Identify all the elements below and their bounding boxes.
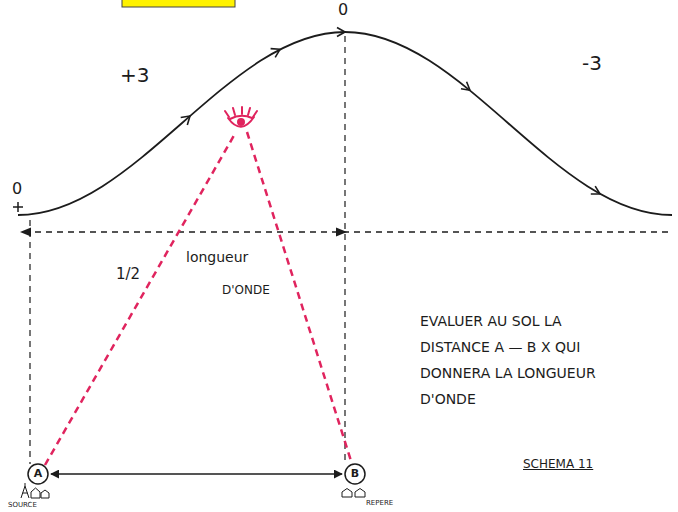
wave-arrow [337,28,345,37]
fraction-label: 1/2 [116,266,140,283]
station-circle: B [344,463,366,485]
amplitude-mark: -3 [582,52,602,75]
house-icon [41,490,49,498]
axis-arrowhead [20,228,31,237]
wave-arrow [271,49,280,58]
pylon-icon [21,483,29,498]
wavelength-label: D'ONDE [222,284,270,298]
station-letter: B [351,468,359,480]
amplitude-mark: +3 [120,64,149,87]
zero-mark: 0 [338,1,348,19]
vertical-dashed-line [344,36,345,463]
eye-lashes [225,107,257,117]
reference-icons [342,489,365,498]
source-icons [21,483,49,498]
sight-line [247,132,352,464]
wavelength-label: longueur [186,249,248,265]
highlight-band [122,0,235,7]
station-letter: A [34,468,43,480]
station-circle: A [27,463,49,485]
instruction-note: EVALUER AU SOL LA DISTANCE A — B X QUI D… [420,308,596,412]
reference-label: REPERE [366,499,393,507]
eye-symbol [225,107,257,127]
zero-mark: 0 [12,180,22,198]
axis-dashed-line [24,231,672,232]
figure-number: SCHEMA 11 [523,458,593,472]
circle-shape [28,464,48,484]
house-icon [342,489,352,498]
circle-texts: A [34,468,43,480]
origin-cross [13,202,23,212]
circle-shape [345,464,365,484]
sight-line [45,132,236,465]
eye-pupil [238,119,244,125]
wave-arrows [181,28,600,195]
distance-arrow [51,473,342,475]
wave-arrow [181,116,190,125]
circle-texts: B [351,468,359,480]
house-icon [355,489,365,498]
vertical-dashed-line [29,220,30,464]
wave-arrow [461,82,470,91]
wave-arrow [591,186,600,194]
house-icon [31,488,40,498]
source-label: SOURCE [8,501,37,509]
